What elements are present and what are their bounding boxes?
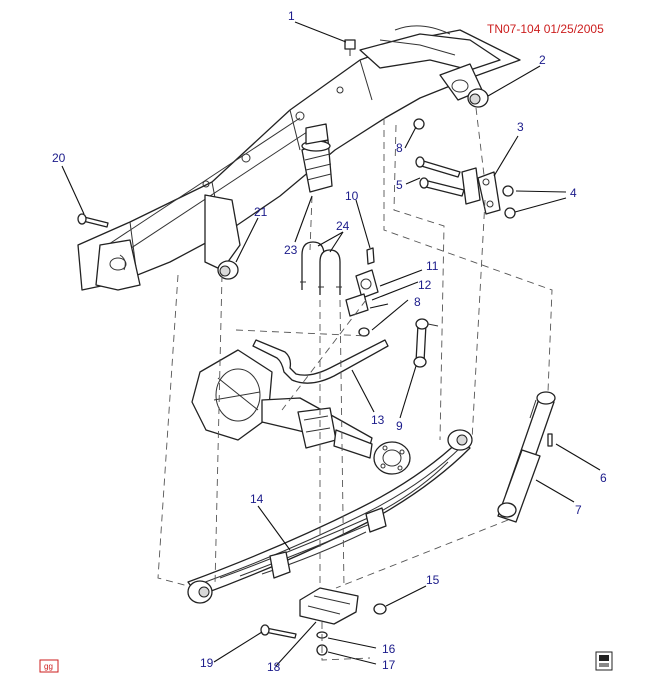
callout-20: 20 [52,151,66,165]
bushing-front [217,260,239,280]
leader-lines [61,21,601,667]
callout-16: 16 [382,642,396,656]
plate-nut [373,603,387,615]
callout-10: 10 [345,189,359,203]
stabilizer-bushing [355,269,379,299]
callouts: 1 2 3 4 5 6 7 8 8 9 10 11 12 13 14 15 16… [52,9,607,674]
rear-axle [191,349,411,475]
callout-8-lower: 8 [414,295,421,309]
shackle-plate [461,167,481,205]
stabilizer-bolt [366,247,375,265]
callout-18: 18 [267,660,281,674]
alignment-lines [157,107,553,661]
callout-17: 17 [382,658,396,672]
diagram-code: TN07-104 01/25/2005 [487,22,604,36]
bushing-rear [467,88,489,108]
stabilizer-nut [358,327,370,337]
callout-12: 12 [418,278,432,292]
shock-bolt [547,433,553,447]
shackle-nut-top [413,118,425,130]
stabilizer-clamp [345,293,369,317]
callout-8-upper: 8 [396,141,403,155]
shackle-nut-upper [502,185,514,197]
callout-21: 21 [254,205,268,219]
callout-23: 23 [284,243,298,257]
callout-13: 13 [371,413,385,427]
callout-5: 5 [396,178,403,192]
fastener-clip [344,39,356,56]
callout-24: 24 [336,219,350,233]
stabilizer-bar [252,339,389,384]
callout-7: 7 [575,503,582,517]
spring-plate [299,587,359,625]
hanger-bolt [77,213,109,228]
callout-1: 1 [288,9,295,23]
callout-6: 6 [600,471,607,485]
callout-3: 3 [517,120,524,134]
stabilizer-link [413,318,439,368]
leaf-spring [187,429,473,604]
callout-9: 9 [396,419,403,433]
footer-badge-label: gg [44,662,53,671]
callout-19: 19 [200,656,214,670]
spring-shackle [477,171,501,215]
footer-badge: gg [39,659,59,673]
callout-4: 4 [570,186,577,200]
manual-book-icon [595,651,613,671]
shock-absorber [497,391,556,523]
shackle-bolt-lower [419,177,465,197]
jounce-bumper [301,123,333,193]
plate-bolt [260,624,297,639]
callout-14: 14 [250,492,264,506]
u-bolt [300,241,342,295]
shackle-bolt-upper [415,156,461,178]
callout-11: 11 [426,259,439,273]
shackle-nut-lower [504,207,516,219]
frame-rail [77,25,521,291]
callout-2: 2 [539,53,546,67]
callout-15: 15 [426,573,440,587]
